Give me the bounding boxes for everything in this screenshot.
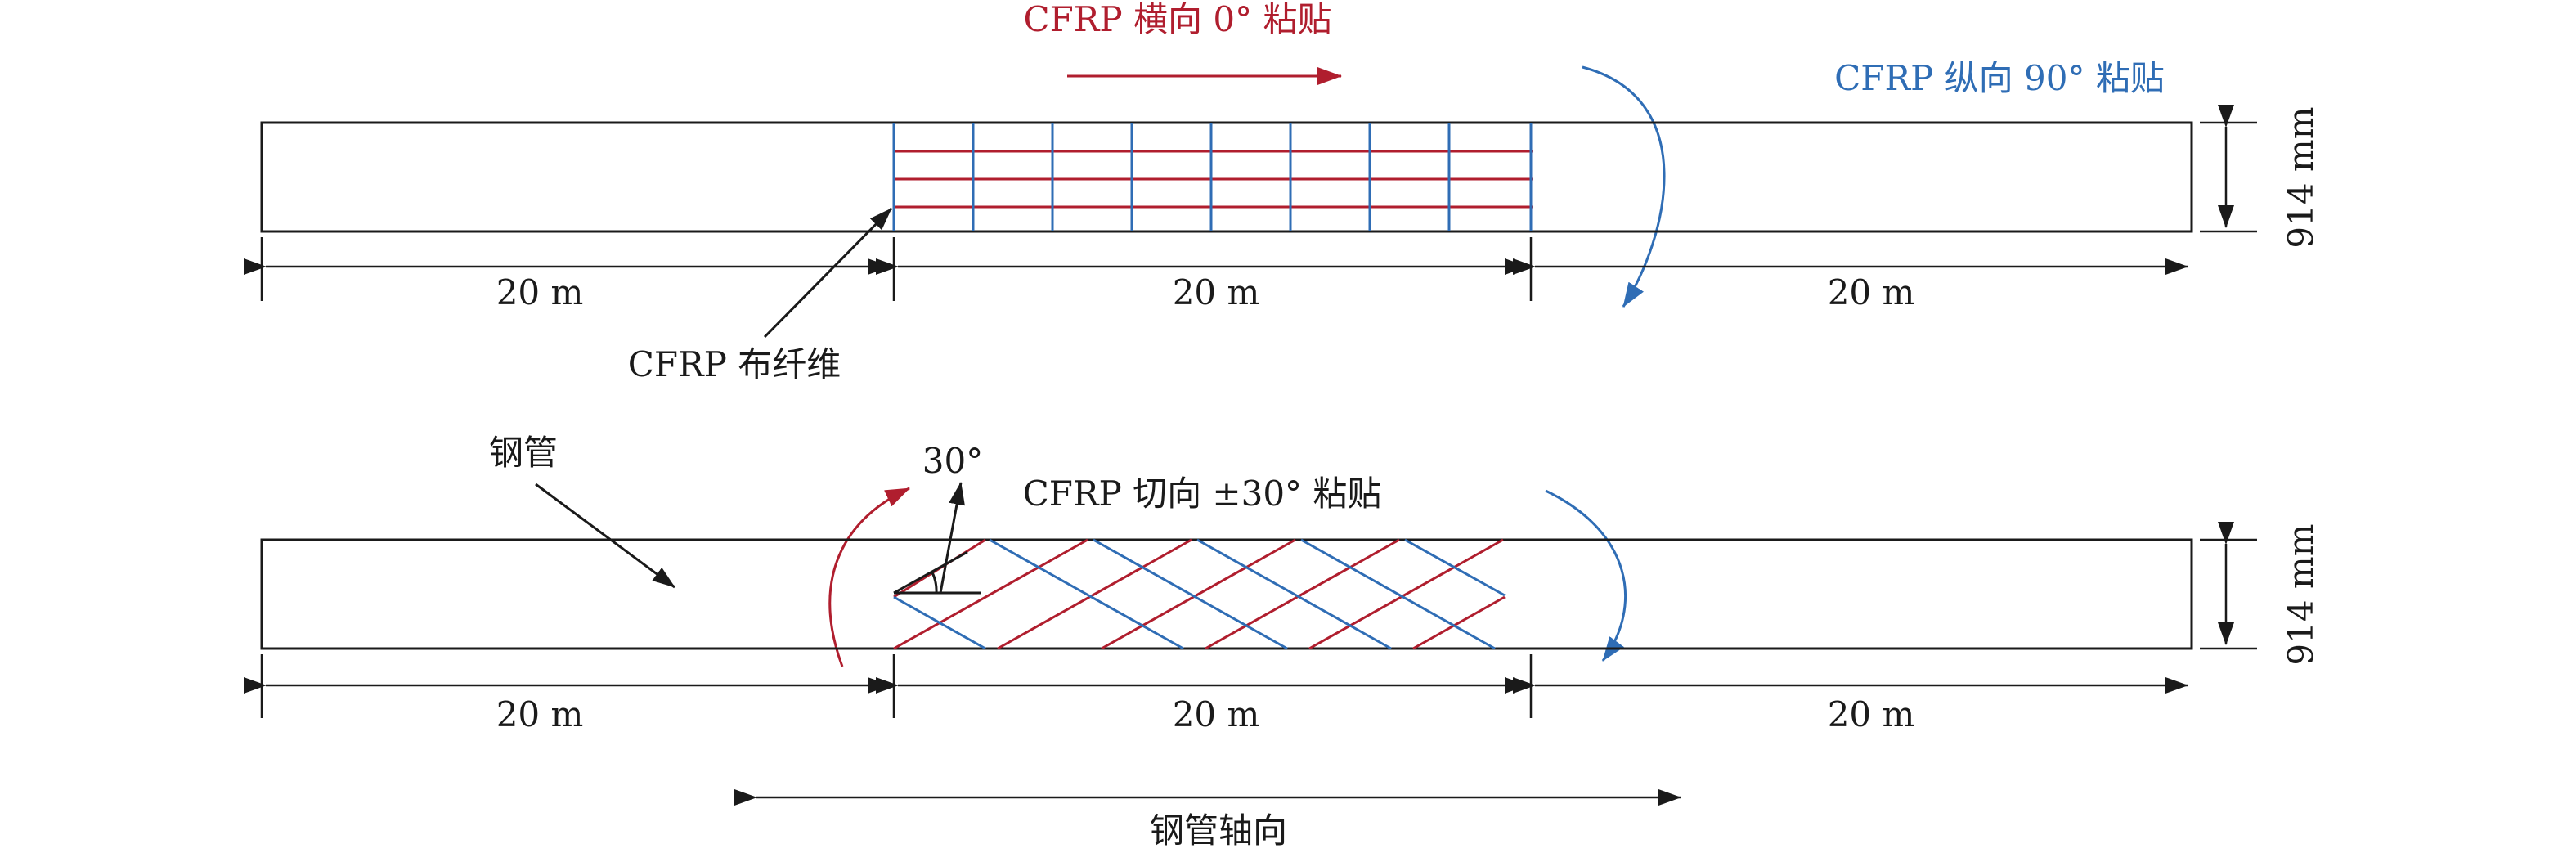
top-seg-left-label: 20 m [496, 272, 584, 312]
pipe-label: 钢管 [489, 433, 558, 473]
angle-label: 30° [922, 441, 983, 481]
transverse-label: CFRP 横向 0° 粘贴 [1024, 0, 1332, 39]
tangential-curved-arrow-left [828, 487, 910, 667]
fiber-pointer-arrow [763, 207, 893, 339]
top-pipe-outline [260, 121, 2193, 233]
top-cfrp-grid [892, 123, 1533, 231]
top-seg-mid-label: 20 m [1173, 272, 1260, 312]
angle-marker [893, 482, 981, 595]
bottom-seg-left-label: 20 m [496, 694, 584, 734]
hatch-line-red [1412, 595, 1506, 650]
tangential-curved-arrow-right [1545, 489, 1627, 662]
hatch-line-blue [1093, 538, 1288, 650]
hatch-line-blue [1196, 538, 1392, 650]
hatch-line-blue [1300, 538, 1496, 650]
bottom-pipe-outline [260, 538, 2193, 650]
hatch-line-red [893, 538, 1088, 650]
top-thickness-dimension: 914 mm [2200, 105, 2321, 249]
top-length-dimensions: 20 m 20 m 20 m [244, 237, 2188, 312]
top-seg-right-label: 20 m [1828, 272, 1915, 312]
hatch-line-blue [893, 595, 986, 650]
hatch-line-red [997, 538, 1192, 650]
top-thickness-label: 914 mm [2281, 106, 2321, 248]
tangential-label: CFRP 切向 ±30° 粘贴 [1023, 474, 1382, 514]
hatch-line-red [1101, 538, 1296, 650]
hatch-line-red [1308, 538, 1504, 650]
longitudinal-curved-arrow [1582, 65, 1666, 308]
bottom-panel: 钢管 30° CFRP 切向 ±30° 粘贴 [244, 433, 2321, 851]
bottom-cfrp-crosshatch [893, 538, 1506, 650]
hatch-line-red [1205, 538, 1400, 650]
hatch-line-blue [1404, 538, 1506, 597]
bottom-length-dimensions: 20 m 20 m 20 m [244, 654, 2188, 734]
bottom-thickness-label: 914 mm [2281, 523, 2321, 665]
bottom-thickness-dimension: 914 mm [2200, 522, 2321, 666]
hatch-line-blue [989, 538, 1184, 650]
longitudinal-label: CFRP 纵向 90° 粘贴 [1834, 58, 2165, 98]
fiber-label: CFRP 布纤维 [628, 344, 841, 384]
bottom-seg-mid-label: 20 m [1173, 694, 1260, 734]
pipe-pointer-arrow [535, 483, 675, 589]
bottom-seg-right-label: 20 m [1828, 694, 1915, 734]
top-panel: CFRP 横向 0° 粘贴 CFRP 纵向 90° 粘贴 914 mm [244, 0, 2321, 384]
axial-label: 钢管轴向 [1150, 810, 1287, 851]
